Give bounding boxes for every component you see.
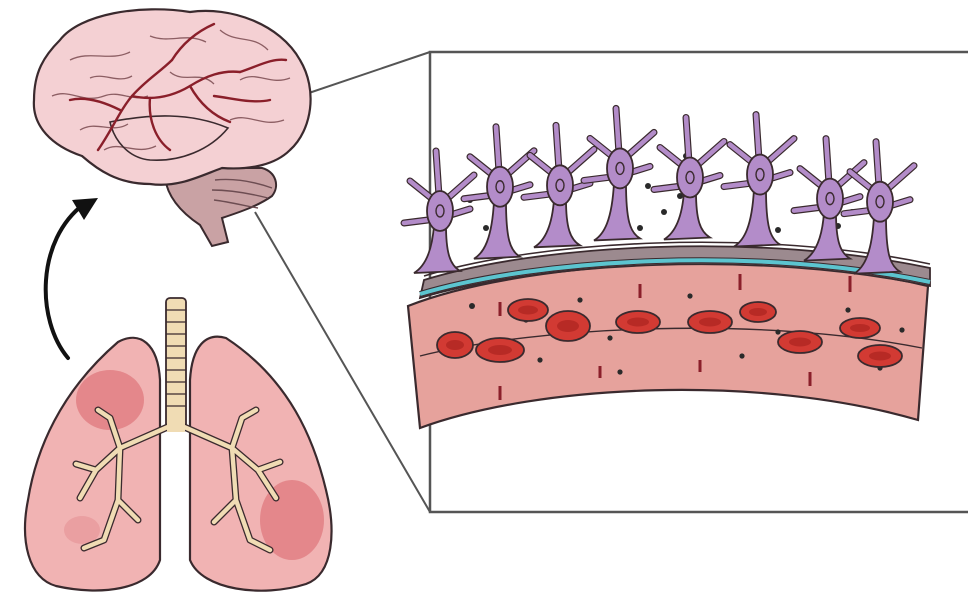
neuron-icon [464,127,534,259]
neuron-icon [654,117,724,239]
neuron-icon [794,139,864,261]
neuron-icon [404,151,474,273]
red-blood-cell-icon [778,331,822,353]
neuron-icon [844,142,914,274]
red-blood-cell-icon [546,311,590,341]
blood-brain-barrier-panel [404,108,930,428]
red-blood-cell-icon [508,299,548,321]
neuron-icon [724,115,794,247]
trachea [166,298,186,428]
lungs-icon [25,298,331,591]
neuron-icon [524,125,594,247]
callout-line-top [300,52,430,96]
red-blood-cell-icon [476,338,524,362]
red-blood-cell-icon [616,311,660,333]
red-blood-cell-icon [840,318,880,338]
red-blood-cell-icon [688,311,732,333]
neuron-icon [584,108,654,240]
red-blood-cell-icon [437,332,473,358]
red-blood-cell-icon [740,302,776,322]
curved-arrow-icon [46,198,98,358]
red-blood-cell-icon [858,345,902,367]
